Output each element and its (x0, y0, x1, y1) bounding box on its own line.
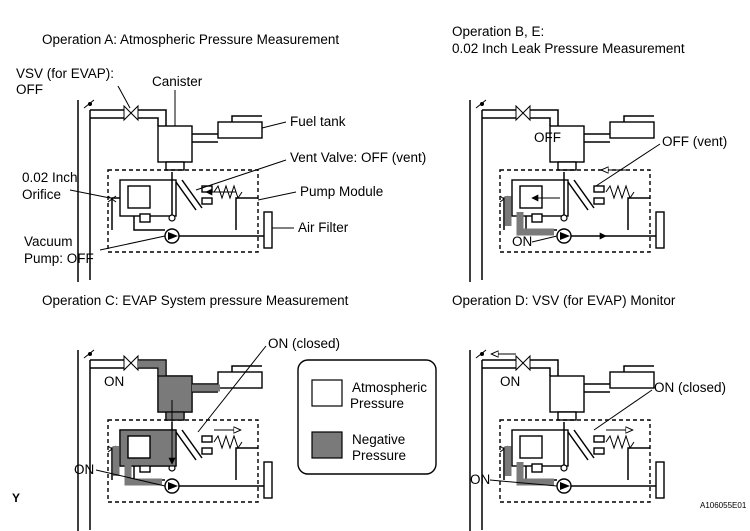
corner-mark: Y (12, 491, 20, 505)
vsv-state-a: OFF (16, 82, 43, 97)
air-filter-label: Air Filter (298, 220, 349, 235)
vent-state-d: ON (closed) (654, 380, 726, 395)
negative-label-1: Negative (352, 432, 405, 447)
atmospheric-label-1: Atmospheric (352, 380, 427, 395)
orifice-label-1: 0.02 Inch (22, 170, 78, 185)
atmospheric-label-2: Pressure (350, 396, 404, 411)
vent-state-c: ON (closed) (268, 336, 340, 351)
pump-state-b: ON (512, 234, 532, 249)
panel-c-title: Operation C: EVAP System pressure Measur… (42, 293, 349, 308)
vsv-state-d: ON (500, 374, 520, 389)
vent-valve-label: Vent Valve: OFF (vent) (290, 150, 426, 165)
vacuum-pump-label-1: Vacuum (24, 234, 73, 249)
vent-state-b: OFF (vent) (662, 134, 727, 149)
vsv-state-b: OFF (534, 130, 561, 145)
negative-label-2: Pressure (352, 448, 406, 463)
panel-d: Operation D: VSV (for EVAP) Monitor ON O… (452, 293, 726, 531)
panel-c: Operation C: EVAP System pressure Measur… (42, 293, 349, 531)
atmospheric-swatch (311, 379, 343, 407)
canister-label: Canister (152, 74, 203, 89)
figure-id: A106055E01 (700, 501, 747, 510)
orifice-label-2: Orifice (22, 187, 61, 202)
negative-swatch (311, 431, 343, 459)
panel-b-title-2: 0.02 Inch Leak Pressure Measurement (452, 41, 685, 56)
pump-state-c: ON (74, 462, 94, 477)
fuel-tank-label: Fuel tank (290, 114, 346, 129)
panel-b-title-1: Operation B, E: (452, 24, 544, 39)
panel-b: Operation B, E: 0.02 Inch Leak Pressure … (452, 24, 727, 283)
panel-d-title: Operation D: VSV (for EVAP) Monitor (452, 293, 676, 308)
pump-state-d: ON (470, 472, 490, 487)
vsv-label: VSV (for EVAP): (16, 66, 114, 81)
legend: Atmospheric Pressure Negative Pressure (297, 359, 437, 475)
panel-a-title: Operation A: Atmospheric Pressure Measur… (42, 32, 339, 47)
vsv-state-c: ON (104, 374, 124, 389)
pump-module-label: Pump Module (300, 184, 383, 199)
vacuum-pump-label-2: Pump: OFF (24, 251, 94, 266)
panel-a: Operation A: Atmospheric Pressure Measur… (16, 32, 426, 283)
